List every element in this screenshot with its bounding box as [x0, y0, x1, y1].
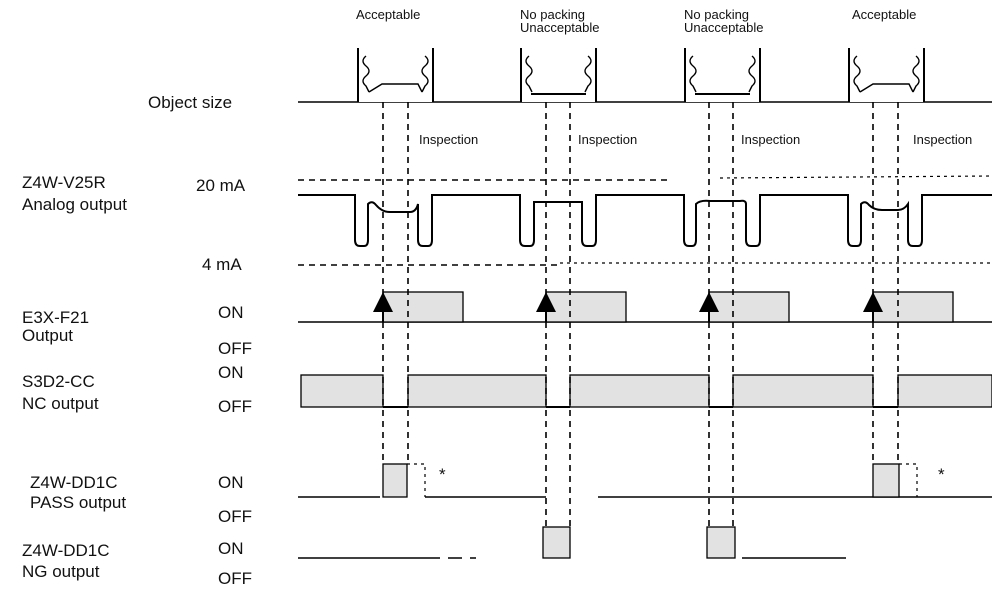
object-size-trace	[298, 48, 992, 103]
s3d2-output-trace	[300, 374, 992, 408]
pass-pulse-2	[872, 463, 900, 498]
ng-on-label: ON	[218, 539, 244, 558]
s3d2-high-1	[300, 374, 384, 408]
row-labels: Object size Z4W-V25R Analog output 20 mA…	[22, 93, 252, 588]
e3x-on-label: ON	[218, 303, 244, 322]
timing-guides	[382, 102, 899, 527]
e3x-device-label: E3X-F21	[22, 308, 89, 327]
pass-output-trace: * *	[298, 463, 992, 498]
inspection-label-3: Inspection	[741, 132, 800, 147]
package-object-1	[357, 48, 434, 102]
s3d2-off-label: OFF	[218, 397, 252, 416]
ng-device-label: Z4W-DD1C	[22, 541, 110, 560]
pass-on-label: ON	[218, 473, 244, 492]
e3x-pulse-4	[872, 291, 954, 323]
pass-signal-label: PASS output	[30, 493, 126, 512]
s3d2-high-4	[732, 374, 874, 408]
inspection-label-4: Inspection	[913, 132, 972, 147]
e3x-pulse-2	[545, 291, 627, 323]
pass-footnote-mark-2: *	[938, 465, 945, 484]
pass-pulse-1	[382, 463, 408, 498]
analog-high-level: 20 mA	[196, 176, 246, 195]
s3d2-high-2	[407, 374, 547, 408]
s3d2-on-label: ON	[218, 363, 244, 382]
pass-device-label: Z4W-DD1C	[30, 473, 118, 492]
ng-signal-label: NG output	[22, 562, 100, 581]
s3d2-signal-label: NC output	[22, 394, 99, 413]
ng-pulse-2	[706, 526, 736, 559]
s3d2-high-3	[569, 374, 710, 408]
analog-signal-label: Analog output	[22, 195, 127, 214]
e3x-output-trace	[298, 291, 992, 323]
e3x-pulse-3	[708, 291, 790, 323]
object-1-status: Acceptable	[356, 7, 420, 22]
inspection-label-2: Inspection	[578, 132, 637, 147]
object-size-label: Object size	[148, 93, 232, 112]
e3x-signal-label: Output	[22, 326, 73, 345]
inspection-label-1: Inspection	[419, 132, 478, 147]
ng-pulse-1	[542, 526, 571, 559]
pass-footnote-mark-1: *	[439, 465, 446, 484]
analog-low-level: 4 mA	[202, 255, 242, 274]
e3x-pulse-1	[382, 291, 464, 323]
inspection-labels: Inspection Inspection Inspection Inspect…	[419, 132, 972, 147]
package-object-4	[848, 48, 925, 102]
analog-device-label: Z4W-V25R	[22, 173, 106, 192]
package-object-3	[684, 48, 761, 102]
analog-output-trace	[298, 175, 992, 266]
s3d2-high-5	[897, 374, 992, 408]
e3x-off-label: OFF	[218, 339, 252, 358]
package-object-2	[520, 48, 597, 102]
pass-off-label: OFF	[218, 507, 252, 526]
object-4-status: Acceptable	[852, 7, 916, 22]
ng-off-label: OFF	[218, 569, 252, 588]
ng-output-trace	[298, 526, 846, 559]
s3d2-device-label: S3D2-CC	[22, 372, 95, 391]
